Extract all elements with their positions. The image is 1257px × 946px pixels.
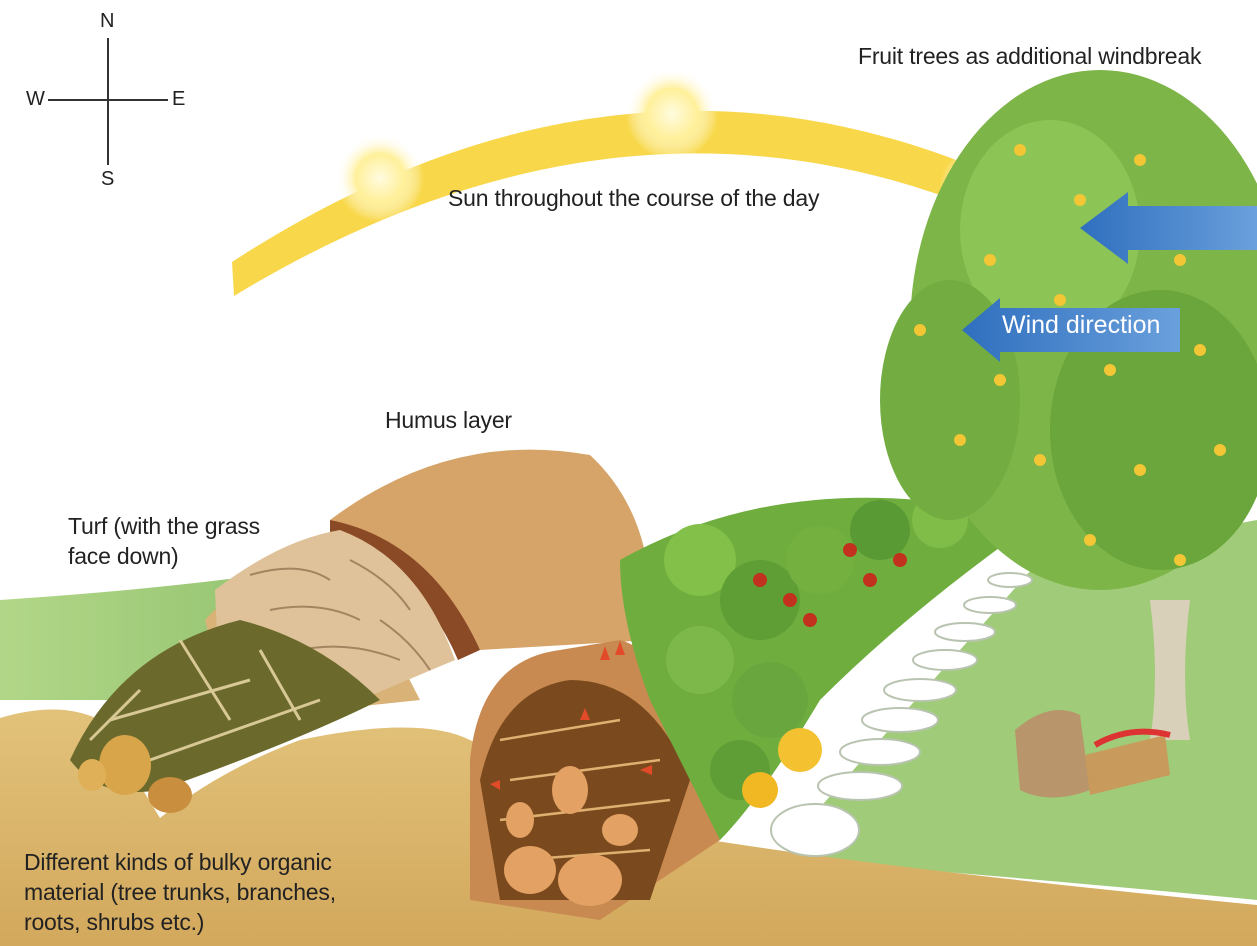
wind-direction-label: Wind direction <box>1002 311 1160 340</box>
turf-label-line2: face down) <box>68 542 179 571</box>
compass <box>48 38 168 165</box>
compass-south-label: S <box>101 168 114 191</box>
compass-north-label: N <box>100 10 114 33</box>
compass-west-label: W <box>26 88 45 111</box>
bulky-material-label-line3: roots, shrubs etc.) <box>24 908 204 937</box>
bulky-material-label-line1: Different kinds of bulky organic <box>24 848 332 877</box>
fruit-trees-label: Fruit trees as additional windbreak <box>858 42 1201 71</box>
sun-path-label: Sun throughout the course of the day <box>448 184 819 213</box>
compass-east-label: E <box>172 88 185 111</box>
sun-icon <box>626 68 718 160</box>
turf-label-line1: Turf (with the grass <box>68 512 260 541</box>
bulky-material-label-line2: material (tree trunks, branches, <box>24 878 336 907</box>
humus-layer-label: Humus layer <box>385 406 512 435</box>
sun-icon <box>336 134 424 222</box>
